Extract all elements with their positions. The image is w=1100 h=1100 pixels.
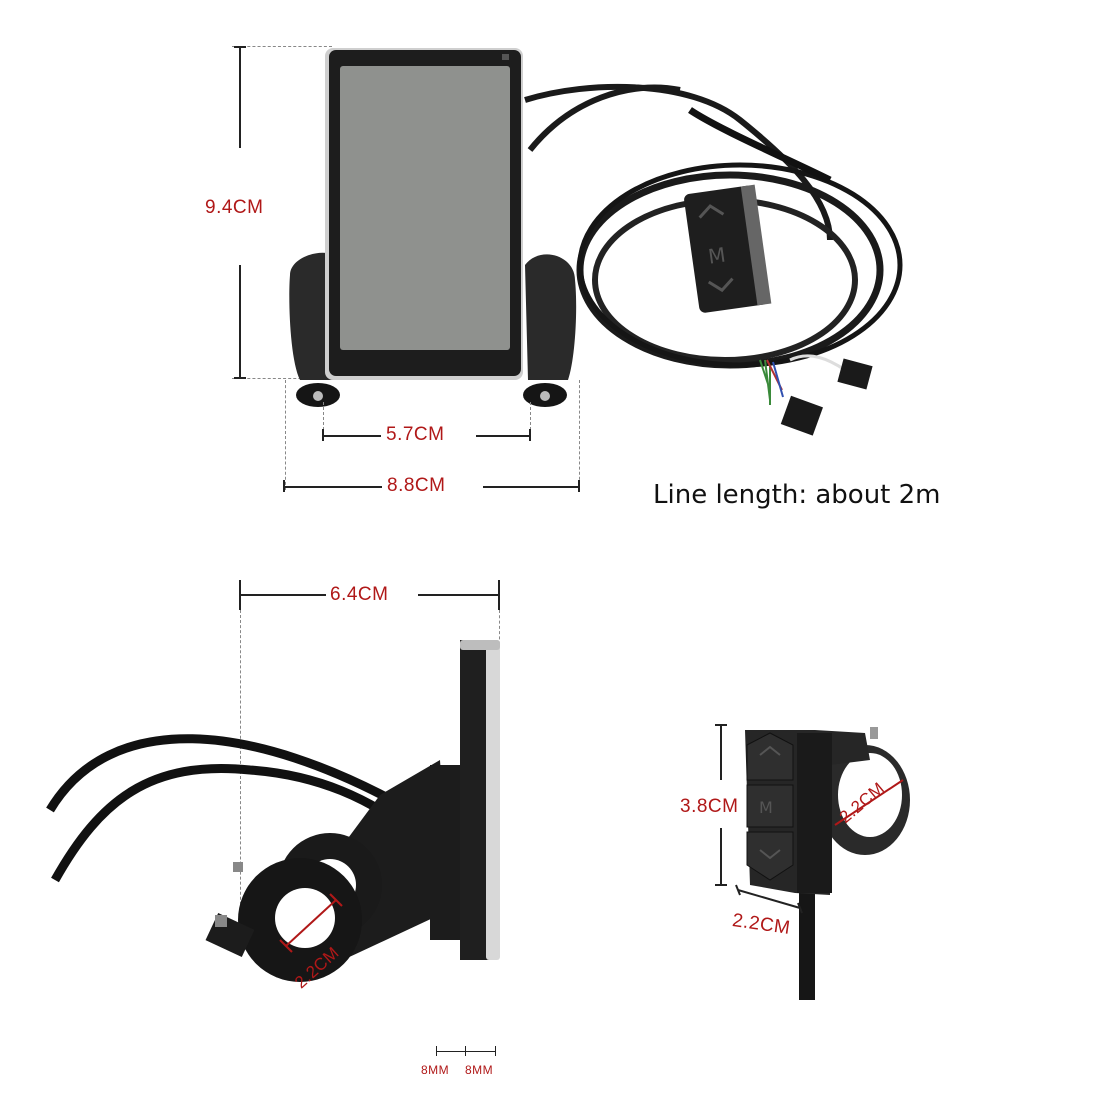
thickness-label-2: 8MM	[465, 1063, 494, 1077]
hole-spacing-label: 5.7CM	[386, 424, 445, 445]
button-height-tick-bottom	[715, 884, 727, 886]
depth-tick-right	[498, 580, 500, 610]
line-length-caption: Line length: about 2m	[653, 480, 941, 510]
depth-line-left	[240, 594, 326, 596]
hole-spacing-tick-left	[322, 429, 324, 441]
depth-guide-left	[240, 610, 241, 940]
display-side-illustration	[46, 640, 500, 982]
width-label: 8.8CM	[387, 475, 446, 496]
height-guide-bottom	[232, 378, 332, 379]
width-line-right	[483, 486, 580, 488]
width-guide-left	[285, 380, 286, 490]
width-tick-left	[283, 480, 285, 492]
height-label: 9.4CM	[205, 197, 264, 218]
button-unit-illustration: M	[745, 727, 910, 1000]
height-tick-bottom	[234, 377, 246, 379]
hole-guide-right	[530, 402, 531, 440]
depth-label: 6.4CM	[330, 584, 389, 605]
height-guide-top	[232, 46, 332, 47]
button-height-label: 3.8CM	[680, 796, 739, 817]
width-line-left	[284, 486, 382, 488]
svg-text:M: M	[759, 798, 773, 817]
thickness-tick-2	[465, 1046, 466, 1056]
thickness-line	[436, 1051, 496, 1052]
hole-guide-left	[323, 402, 324, 440]
hole-spacing-line-right	[476, 435, 531, 437]
height-line-lower	[239, 265, 241, 378]
button-height-line-upper	[720, 724, 722, 780]
button-width-dimension-line	[735, 884, 803, 914]
width-guide-right	[579, 380, 580, 490]
depth-line-right	[418, 594, 498, 596]
thickness-tick-1	[436, 1046, 437, 1056]
depth-guide-right	[499, 610, 500, 650]
svg-text:M: M	[707, 243, 727, 269]
hole-spacing-line-left	[323, 435, 381, 437]
thickness-label-1: 8MM	[421, 1063, 450, 1077]
display-front-illustration: M	[289, 48, 903, 436]
width-tick-right	[578, 480, 580, 492]
thickness-tick-3	[495, 1046, 496, 1056]
height-line-upper	[239, 46, 241, 148]
hole-spacing-tick-right	[529, 429, 531, 441]
button-height-line-lower	[720, 828, 722, 885]
